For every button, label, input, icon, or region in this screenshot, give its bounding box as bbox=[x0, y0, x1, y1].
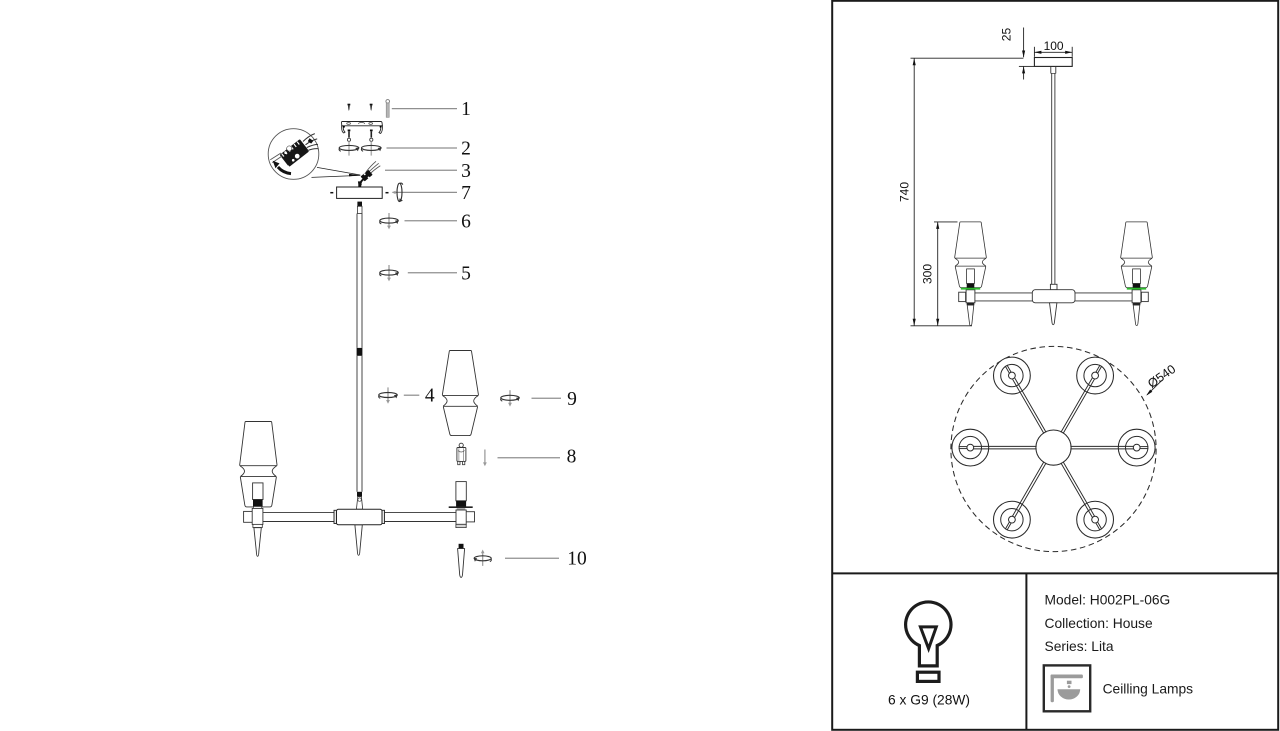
svg-text:6 x G9 (28W): 6 x G9 (28W) bbox=[888, 693, 970, 708]
svg-text:Collection: House: Collection: House bbox=[1045, 616, 1153, 631]
svg-text:1: 1 bbox=[461, 99, 471, 120]
svg-text:10: 10 bbox=[567, 549, 587, 570]
svg-text:7: 7 bbox=[461, 183, 471, 204]
svg-text:5: 5 bbox=[461, 263, 471, 284]
svg-text:6: 6 bbox=[461, 212, 471, 233]
svg-text:8: 8 bbox=[567, 447, 577, 468]
svg-text:4: 4 bbox=[425, 386, 435, 407]
svg-text:740: 740 bbox=[898, 182, 912, 202]
svg-text:25: 25 bbox=[1000, 28, 1014, 42]
svg-text:3: 3 bbox=[461, 161, 471, 182]
svg-text:Ceilling Lamps: Ceilling Lamps bbox=[1103, 681, 1194, 696]
svg-text:Model: H002PL-06G: Model: H002PL-06G bbox=[1045, 592, 1171, 607]
svg-text:9: 9 bbox=[567, 389, 577, 410]
svg-text:100: 100 bbox=[1044, 39, 1064, 53]
svg-text:300: 300 bbox=[921, 264, 935, 284]
svg-text:Series: Lita: Series: Lita bbox=[1045, 639, 1114, 654]
svg-text:2: 2 bbox=[461, 139, 471, 160]
